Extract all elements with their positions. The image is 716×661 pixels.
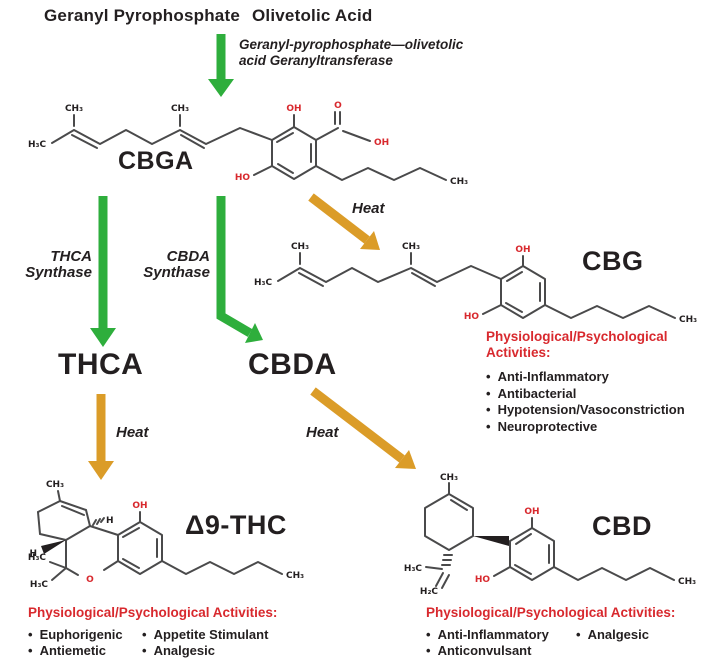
activity-item: •Analgesic bbox=[142, 643, 215, 658]
atom-h3c: H₃C bbox=[28, 553, 46, 563]
thc-activities-title: Physiological/Psychological Activities: bbox=[28, 605, 278, 620]
heat-label-cbd: Heat bbox=[306, 424, 339, 441]
activity-item: •Anti-Inflammatory bbox=[486, 369, 609, 384]
atom-o: O bbox=[86, 575, 94, 585]
atom-ch3: CH₃ bbox=[678, 577, 696, 587]
reactant-olivetolic-acid: Olivetolic Acid bbox=[252, 6, 373, 25]
enzyme-cbda-synthase: CBDA Synthase bbox=[143, 248, 210, 281]
heat-label-thc: Heat bbox=[116, 424, 149, 441]
atom-ch3: CH₃ bbox=[679, 315, 697, 325]
reactant-geranyl-pyrophosphate: Geranyl Pyrophosphate bbox=[44, 6, 240, 25]
compound-label-thc: Δ9-THC bbox=[185, 510, 287, 540]
atom-h: H bbox=[29, 549, 37, 559]
activity-item: •Euphorigenic bbox=[28, 626, 123, 642]
compound-label-cbga: CBGA bbox=[118, 147, 194, 175]
thc-bonds bbox=[37, 490, 283, 581]
atom-ch3: CH₃ bbox=[286, 571, 304, 581]
cbga-bonds bbox=[51, 111, 447, 181]
arrow-to-cbga bbox=[208, 34, 234, 97]
compound-label-cbg: CBG bbox=[582, 246, 644, 276]
cbd-activities-title: Physiological/Psychological Activities: bbox=[426, 605, 676, 620]
atom-ch3: CH₃ bbox=[450, 177, 468, 187]
atom-ho: HO bbox=[464, 312, 480, 322]
activity-item: •Anticonvulsant bbox=[426, 643, 532, 658]
atom-h3c: H₃C bbox=[28, 140, 46, 150]
atom-ho: HO bbox=[235, 173, 251, 183]
enzyme-thca-synthase: THCA Synthase bbox=[25, 248, 92, 281]
cbd-activities-col1: •Anti-Inflammatory •Anticonvulsant bbox=[426, 627, 576, 660]
thc-structure: OH O CH₃ CH₃ H H H₃C H₃C bbox=[28, 480, 304, 590]
atom-ch3: CH₃ bbox=[171, 104, 189, 114]
atom-oh: OH bbox=[515, 245, 530, 255]
cbg-structure: H₃C CH₃ CH₃ OH HO CH₃ bbox=[254, 242, 697, 325]
compound-label-cbd: CBD bbox=[592, 511, 652, 541]
atom-ch3: CH₃ bbox=[65, 104, 83, 114]
atom-oh: OH bbox=[286, 104, 301, 114]
compound-label-cbda: CBDA bbox=[248, 348, 337, 381]
cbg-bonds bbox=[277, 252, 676, 319]
activity-item: •Antibacterial bbox=[486, 385, 577, 401]
atom-oh: OH bbox=[132, 501, 147, 511]
atom-h3c: H₃C bbox=[30, 580, 48, 590]
atom-ch3: CH₃ bbox=[46, 480, 64, 490]
arrow-thca-to-thc bbox=[88, 394, 114, 480]
arrow-cbga-to-cbg bbox=[308, 193, 380, 250]
thc-activities: Physiological/Psychological Activities: … bbox=[28, 605, 308, 660]
arrow-cbga-to-cbda bbox=[216, 196, 263, 343]
atom-h2c: H₂C bbox=[420, 587, 438, 597]
compound-label-thca: THCA bbox=[58, 348, 144, 381]
atom-h3c: H₃C bbox=[254, 278, 272, 288]
activity-item: •Appetite Stimulant bbox=[142, 626, 269, 642]
heat-label-cbg: Heat bbox=[352, 200, 385, 217]
enzyme-geranyltransferase: Geranyl-pyrophosphate—olivetolic acid Ge… bbox=[239, 37, 464, 68]
cbg-activities-title: Physiological/Psychological Activities: bbox=[486, 329, 668, 360]
activity-item: •Neuroprotective bbox=[486, 418, 598, 434]
activity-item: •Hypotension/Vasoconstriction bbox=[486, 402, 685, 417]
atom-ch3: CH₃ bbox=[402, 242, 420, 252]
thc-stereo-wedge bbox=[41, 540, 66, 554]
cbd-stereo-wedge bbox=[473, 536, 509, 546]
activity-item: •Antiemetic bbox=[28, 643, 107, 658]
atom-ch3: CH₃ bbox=[440, 473, 458, 483]
atom-ho: HO bbox=[475, 575, 491, 585]
cbd-structure: CH₃ OH HO H₃C H₂C CH₃ bbox=[404, 473, 696, 597]
atom-oh: OH bbox=[374, 138, 389, 148]
cbd-activities: Physiological/Psychological Activities: … bbox=[426, 605, 706, 660]
activity-item: •Analgesic bbox=[576, 626, 649, 642]
atom-h: H bbox=[106, 516, 114, 526]
cbg-activities: Physiological/Psychological Activities: … bbox=[486, 329, 716, 435]
cbd-bonds bbox=[424, 482, 675, 589]
cbg-activities-list: •Anti-Inflammatory •Antibacterial •Hypot… bbox=[486, 369, 716, 435]
atom-o: O bbox=[334, 101, 342, 111]
thc-activities-columns: •Euphorigenic •Antiemetic •Appetite Stim… bbox=[28, 627, 308, 660]
atom-oh: OH bbox=[524, 507, 539, 517]
atom-ch3: CH₃ bbox=[291, 242, 309, 252]
arrow-cbga-to-thca bbox=[90, 196, 116, 347]
arrow-cbda-to-cbd bbox=[310, 387, 416, 469]
activity-item: •Anti-Inflammatory bbox=[426, 626, 549, 642]
atom-h3c: H₃C bbox=[404, 564, 422, 574]
cbga-structure: H₃C CH₃ CH₃ OH O OH HO CH₃ bbox=[28, 101, 468, 187]
thc-activities-col2: •Appetite Stimulant •Analgesic bbox=[142, 627, 268, 660]
thc-activities-col1: •Euphorigenic •Antiemetic bbox=[28, 627, 142, 660]
cbd-activities-col2: •Analgesic bbox=[576, 627, 649, 660]
cbd-activities-columns: •Anti-Inflammatory •Anticonvulsant •Anal… bbox=[426, 627, 706, 660]
